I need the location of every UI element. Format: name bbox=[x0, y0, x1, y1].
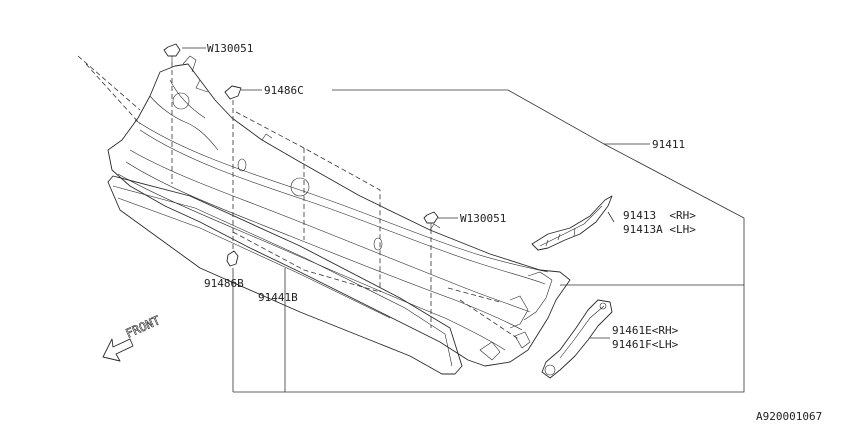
cowl-panel-91411 bbox=[107, 55, 571, 367]
front-label: FRONT bbox=[124, 313, 163, 340]
clip-91486c bbox=[224, 85, 242, 100]
label-91413-rh: 91413 <RH> bbox=[623, 209, 696, 222]
label-91413a-lh: 91413A <LH> bbox=[623, 223, 696, 236]
label-91461f-lh: 91461F<LH> bbox=[612, 338, 679, 351]
label-91486b: 91486B bbox=[204, 277, 244, 290]
label-91441b: 91441B bbox=[258, 291, 298, 304]
front-arrow: FRONT bbox=[102, 313, 163, 362]
clip-91486b bbox=[226, 250, 239, 267]
under-panel-91441b bbox=[107, 175, 463, 375]
fastener-w130051-right bbox=[423, 211, 439, 229]
seal-91413 bbox=[531, 195, 613, 251]
label-91461e-rh: 91461E<RH> bbox=[612, 324, 679, 337]
label-91411: 91411 bbox=[652, 138, 685, 151]
assembly-guides bbox=[77, 55, 521, 341]
leader-lines bbox=[182, 47, 745, 393]
label-91486c: 91486C bbox=[264, 84, 304, 97]
bracket-91461 bbox=[541, 299, 613, 379]
fastener-w130051-top bbox=[163, 43, 181, 62]
label-w130051-top: W130051 bbox=[207, 42, 253, 55]
reference-number: A920001067 bbox=[756, 410, 822, 423]
label-w130051-right: W130051 bbox=[460, 212, 506, 225]
